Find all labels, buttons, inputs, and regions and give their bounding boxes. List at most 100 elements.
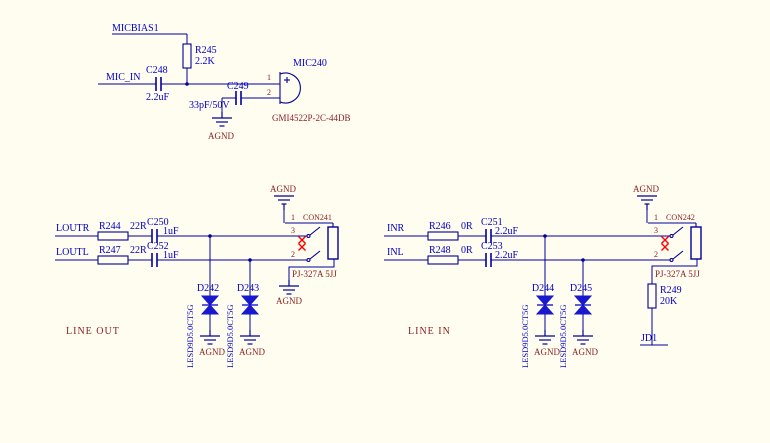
agnd-ground-symbol[interactable] bbox=[534, 329, 556, 345]
net-label-inl[interactable]: INL bbox=[387, 247, 404, 258]
designator-R248: R248 bbox=[429, 245, 451, 256]
pin-number-1: 1 bbox=[654, 213, 658, 222]
resistor-R248[interactable] bbox=[427, 255, 459, 265]
section-label-line-out: LINE OUT bbox=[66, 326, 120, 337]
part-number-CON242: PJ-327A 5JJ bbox=[655, 269, 700, 279]
designator-C252: C252 bbox=[147, 241, 169, 252]
capacitor-C249[interactable] bbox=[235, 90, 242, 106]
value-R244: 22R bbox=[130, 221, 147, 232]
junction-dot bbox=[248, 258, 252, 262]
designator-C253: C253 bbox=[481, 241, 503, 252]
pin-number-1: 1 bbox=[291, 213, 295, 222]
resistor-R247[interactable] bbox=[97, 255, 129, 265]
net-label-inr[interactable]: INR bbox=[387, 223, 405, 234]
section-label-line-in: LINE IN bbox=[408, 326, 451, 337]
wire bbox=[651, 259, 698, 284]
designator-D243: D243 bbox=[237, 283, 259, 294]
value-R248: 0R bbox=[461, 245, 473, 256]
agnd-label: AGND bbox=[199, 347, 225, 357]
line-out-circuit: LOUTR LOUTL R244 22R R247 22R C250 1uF C… bbox=[55, 184, 339, 368]
esd-diode-D242[interactable] bbox=[201, 293, 219, 317]
agnd-ground-symbol[interactable] bbox=[211, 111, 233, 127]
designator-R246: R246 bbox=[429, 221, 451, 232]
pin-number-1: 1 bbox=[267, 73, 271, 82]
agnd-power-port[interactable] bbox=[273, 195, 295, 211]
net-label-mic-in[interactable]: MIC_IN bbox=[106, 72, 140, 83]
esd-diode-D243[interactable] bbox=[241, 293, 259, 317]
value-R246: 0R bbox=[461, 221, 473, 232]
part-number-D243: LESD9D5.0CT5G bbox=[225, 304, 235, 368]
designator-R249: R249 bbox=[660, 285, 682, 296]
no-erc-marker-icon bbox=[660, 235, 670, 245]
agnd-power-port[interactable] bbox=[636, 195, 658, 211]
no-erc-marker-icon bbox=[297, 235, 307, 245]
net-label-loutr[interactable]: LOUTR bbox=[56, 223, 90, 234]
pin-number-2: 2 bbox=[267, 88, 271, 97]
resistor-R249[interactable] bbox=[647, 283, 657, 309]
esd-diode-D245[interactable] bbox=[574, 293, 592, 317]
agnd-label: AGND bbox=[276, 296, 302, 306]
value-R245: 2.2K bbox=[195, 56, 216, 67]
wire bbox=[288, 259, 335, 280]
designator-C248: C248 bbox=[146, 65, 168, 76]
net-label-jd1[interactable]: JD1 bbox=[641, 333, 657, 344]
agnd-label: AGND bbox=[572, 347, 598, 357]
line-in-circuit: INR INL R246 0R R248 0R C251 2.2uF C253 … bbox=[384, 184, 702, 368]
value-C250: 1uF bbox=[163, 226, 179, 237]
agnd-label: AGND bbox=[239, 347, 265, 357]
agnd-ground-symbol[interactable] bbox=[278, 279, 300, 295]
designator-R245: R245 bbox=[195, 45, 217, 56]
mic-body-icon bbox=[279, 72, 301, 104]
agnd-label: AGND bbox=[633, 184, 659, 194]
capacitor-C248[interactable] bbox=[155, 76, 162, 92]
agnd-ground-symbol[interactable] bbox=[199, 329, 221, 345]
part-number-D242: LESD9D5.0CT5G bbox=[185, 304, 195, 368]
value-R249: 20K bbox=[660, 296, 678, 307]
designator-C250: C250 bbox=[147, 217, 169, 228]
microphone-MIC240[interactable] bbox=[279, 72, 301, 104]
designator-D244: D244 bbox=[532, 283, 554, 294]
part-number-CON241: PJ-327A 5JJ bbox=[292, 269, 337, 279]
capacitor-C252[interactable] bbox=[151, 252, 158, 268]
no-erc-marker-icon bbox=[297, 242, 307, 252]
net-label-micbias1[interactable]: MICBIAS1 bbox=[112, 23, 159, 34]
net-label-loutl[interactable]: LOUTL bbox=[56, 247, 89, 258]
junction-dot bbox=[208, 234, 212, 238]
pin-number-2: 2 bbox=[654, 250, 658, 259]
agnd-label: AGND bbox=[208, 131, 234, 141]
resistor-R246[interactable] bbox=[427, 231, 459, 241]
designator-R244: R244 bbox=[99, 221, 121, 232]
value-C253: 2.2uF bbox=[495, 250, 519, 261]
resistor-R244[interactable] bbox=[97, 231, 129, 241]
junction-dot bbox=[543, 234, 547, 238]
designator-C251: C251 bbox=[481, 217, 503, 228]
value-C251: 2.2uF bbox=[495, 226, 519, 237]
pin-number-3: 3 bbox=[654, 226, 658, 235]
no-erc-marker-icon bbox=[660, 242, 670, 252]
agnd-label: AGND bbox=[534, 347, 560, 357]
designator-C249: C249 bbox=[227, 81, 249, 92]
designator-MIC240: MIC240 bbox=[293, 58, 327, 69]
pin-number-2: 2 bbox=[291, 250, 295, 259]
designator-D245: D245 bbox=[570, 283, 592, 294]
part-number-D244: LESD9D5.0CT5G bbox=[520, 304, 530, 368]
value-C248: 2.2uF bbox=[146, 92, 170, 103]
value-C252: 1uF bbox=[163, 250, 179, 261]
resistor-R245[interactable] bbox=[182, 43, 192, 69]
designator-R247: R247 bbox=[99, 245, 121, 256]
value-R247: 22R bbox=[130, 245, 147, 256]
junction-dot bbox=[185, 82, 189, 86]
agnd-ground-symbol[interactable] bbox=[572, 329, 594, 345]
designator-CON242: CON242 bbox=[666, 213, 695, 222]
agnd-ground-symbol[interactable] bbox=[239, 329, 261, 345]
agnd-label: AGND bbox=[270, 184, 296, 194]
part-number-MIC240: GMI4522P-2C-44DB bbox=[272, 113, 351, 123]
capacitor-C253[interactable] bbox=[485, 252, 492, 268]
value-C249: 33pF/50V bbox=[189, 100, 230, 111]
esd-diode-D244[interactable] bbox=[536, 293, 554, 317]
designator-D242: D242 bbox=[197, 283, 219, 294]
pin-number-3: 3 bbox=[291, 226, 295, 235]
mic-input-circuit: MICBIAS1 MIC_IN R245 2.2K C248 2.2uF C24… bbox=[98, 23, 351, 141]
